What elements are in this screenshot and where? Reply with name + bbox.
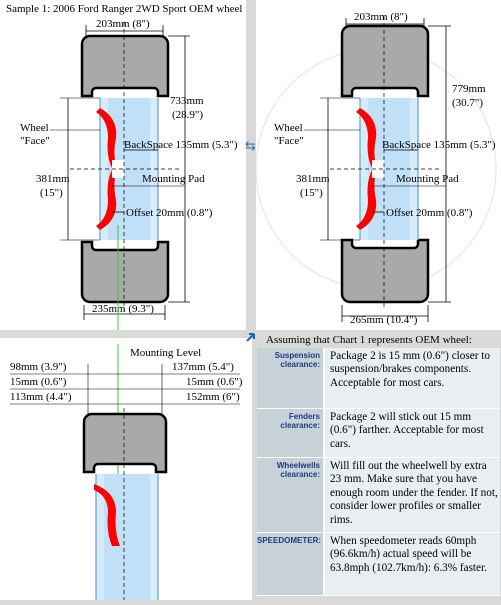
wheel1-width-top: 203mm (8") [96, 18, 150, 30]
wheel2-offset: Offset 20mm (0.8") [386, 207, 473, 219]
wheel-diagram-2: 203mm (8") 779mm (30.7") Wheel "Face" Ba… [255, 0, 501, 330]
right-dim-2: 15mm (0.6") [186, 376, 243, 388]
diagram-title: Sample 1: 2006 Ford Ranger 2WD Sport OEM… [6, 3, 242, 15]
note-text: Will fill out the wheelwell by extra 23 … [325, 458, 500, 532]
comparison-svg: Mounting Level 98mm (3.9") 15mm (0.6") 1… [10, 344, 243, 600]
wheel1-diameter-in: (28.9") [172, 109, 203, 121]
left-dim-2: 15mm (0.6") [10, 376, 67, 388]
wheel2-face-label-2: "Face" [274, 135, 304, 147]
note-label: SPEEDOMETER: [257, 533, 325, 595]
wheel1-width-bottom: 235mm (9.3") [92, 303, 154, 315]
left-dim-3: 113mm (4.4") [10, 391, 72, 403]
corner-arrow-icon [246, 333, 255, 342]
wheel2-rim-mm: 381mm [296, 173, 330, 185]
wheel1-rim-in: (15") [40, 187, 63, 199]
wheel1-offset: Offset 20mm (0.8") [126, 207, 213, 219]
note-text: Package 2 is 15 mm (0.6") closer to susp… [325, 348, 500, 408]
comparison-diagram: Mounting Level 98mm (3.9") 15mm (0.6") 1… [0, 338, 252, 600]
wheel1-diameter-mm: 733mm [170, 95, 204, 107]
wheel2-backspace: BackSpace 135mm (5.3") [382, 139, 496, 151]
wheel2-mounting-pad: Mounting Pad [396, 173, 459, 185]
wheel1-face-label-2: "Face" [20, 135, 50, 147]
wheel1-backspace: BackSpace 135mm (5.3") [124, 139, 238, 151]
wheel-1-svg: Sample 1: 2006 Ford Ranger 2WD Sport OEM… [6, 3, 242, 330]
left-dim-1: 98mm (3.9") [10, 361, 67, 373]
note-text: When speedometer reads 60mph (96.6km/h) … [325, 533, 500, 595]
wheel2-diameter-mm: 779mm [452, 83, 486, 95]
wheel1-rim-mm: 381mm [36, 173, 70, 185]
note-row-speedometer: SPEEDOMETER: When speedometer reads 60mp… [257, 533, 500, 596]
wheel1-mounting-pad: Mounting Pad [142, 173, 205, 185]
wheel-diagram-1: Sample 1: 2006 Ford Ranger 2WD Sport OEM… [0, 0, 246, 330]
wheel2-rim-in: (15") [300, 187, 323, 199]
wheel-2-svg: 203mm (8") 779mm (30.7") Wheel "Face" Ba… [255, 11, 497, 326]
wheel2-diameter-in: (30.7") [452, 97, 483, 109]
note-text: Package 2 will stick out 15 mm (0.6") fa… [325, 409, 500, 457]
wheel2-width-bottom: 265mm (10.4") [350, 314, 418, 326]
notes-heading: Assuming that Chart 1 represents OEM whe… [266, 334, 472, 346]
wheel1-face-label-1: Wheel [20, 122, 49, 134]
swap-arrows-icon: ⇆ [245, 139, 256, 154]
wheel2-face-label-1: Wheel [274, 122, 303, 134]
right-dim-3: 152mm (6") [186, 391, 240, 403]
wheel2-width-top: 203mm (8") [354, 11, 408, 23]
mounting-level-label: Mounting Level [130, 347, 201, 359]
right-dim-1: 137mm (5.4") [172, 361, 234, 373]
